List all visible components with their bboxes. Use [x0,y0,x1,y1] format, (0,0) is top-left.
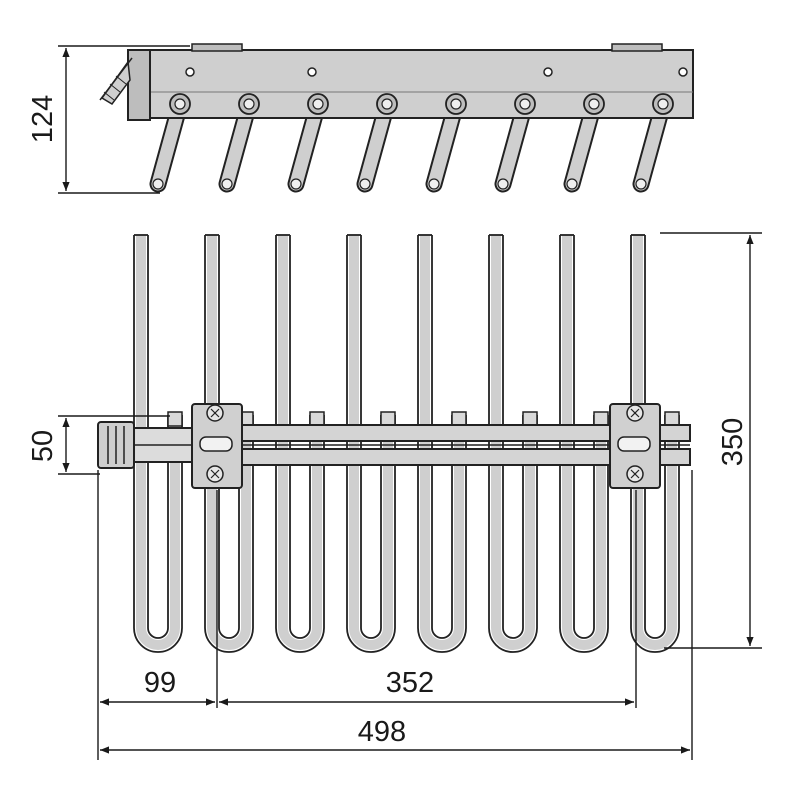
side-top-tab-right [611,43,663,52]
side-rail-body [147,49,694,119]
right-mount-bracket [609,403,661,489]
side-latch-handle [99,57,133,105]
plan-view [97,234,691,653]
side-top-tab-left [191,43,243,52]
hanger-rod [630,234,680,653]
dim-124-label: 124 [27,95,59,143]
left-mount-bracket [191,403,243,489]
dim-50-label: 50 [27,430,59,462]
pivot-bolt [583,93,605,115]
hanger-rod [275,234,325,653]
dim-352-label: 352 [386,667,434,699]
dim-498-label: 498 [358,716,406,748]
dim-99-label: 99 [144,667,176,699]
pivot-bolt [376,93,398,115]
hanger-rod [559,234,609,653]
dimension-lines [58,45,762,760]
side-end-bracket [127,49,151,121]
pivot-bolt [238,93,260,115]
screw-hole [678,67,688,77]
screw-hole [185,67,195,77]
hanger-rod [346,234,396,653]
side-view [99,43,694,193]
dim-350-label: 350 [717,418,749,466]
hanger-rod [133,234,183,653]
plan-view-rods [133,234,680,653]
plan-latch-block [97,421,195,469]
plan-cross-rails [199,424,691,466]
pivot-bolt [445,93,467,115]
screw-hole [543,67,553,77]
pivot-bolt [169,93,191,115]
hanger-rod [488,234,538,653]
pivot-bolt [307,93,329,115]
hanger-rod [204,234,254,653]
hanger-rod [417,234,467,653]
pivot-bolt [514,93,536,115]
pivot-bolt [652,93,674,115]
screw-hole [307,67,317,77]
dimension-labels: 124 50 350 99 352 498 [27,95,749,748]
